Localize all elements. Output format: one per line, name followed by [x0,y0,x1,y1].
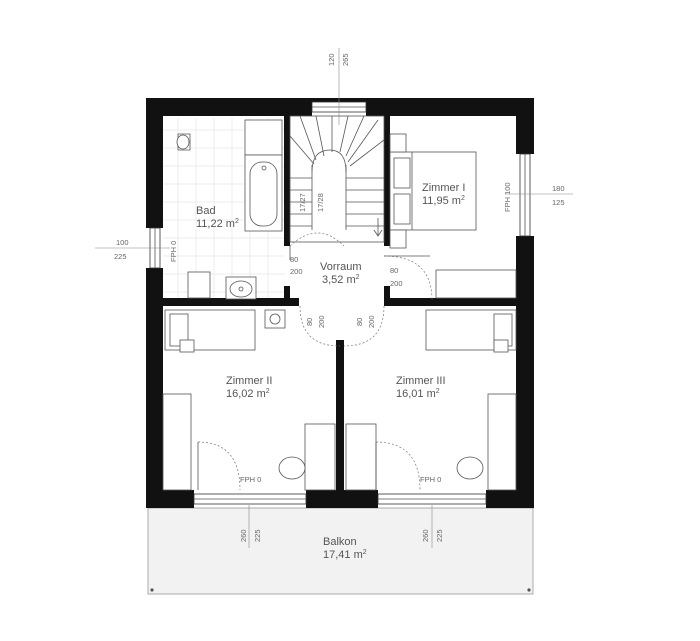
zimmer1-furniture [389,133,517,299]
room-name-balkon: Balkon [323,536,357,548]
room-name-zimmer2: Zimmer II [226,375,272,387]
room-name-bad: Bad [196,205,216,217]
dim-top-window-h: 265 [341,53,350,66]
dim-door-z1-h: 200 [390,279,403,288]
room-area-zimmer2: 16,02 m2 [226,388,270,400]
room-area-zimmer3: 16,01 m2 [396,388,440,400]
dim-door-bad-w: 80 [290,255,298,264]
room-area-zimmer1: 11,95 m2 [422,195,465,207]
room-name-zimmer1: Zimmer I [422,182,465,194]
dim-balkon-right-w: 260 [421,529,430,542]
room-area-vorraum: 3,52 m2 [322,274,360,286]
room-labels: Bad 11,22 m2 Vorraum 3,52 m2 Zimmer I 11… [196,182,465,561]
dim-fph-left: FPH 0 [169,241,178,262]
dim-door-z3-w: 80 [355,318,364,326]
dim-stair-steps-b: 17/28 [316,193,325,212]
dim-stair-steps-a: 17/27 [298,193,307,212]
room-name-zimmer3: Zimmer III [396,375,446,387]
dim-fph-z3: FPH 0 [420,475,441,484]
dim-left-window-w: 100 [116,238,129,247]
dim-left-window-h: 225 [114,252,127,261]
room-name-vorraum: Vorraum [320,261,362,273]
dimension-labels: 120 265 180 125 FPH 100 100 225 FPH 0 80… [114,53,565,542]
room-area-balkon: 17,41 m2 [323,549,367,561]
dim-door-z3-h: 200 [367,315,376,328]
balkon-area [147,507,534,595]
walls [146,98,534,508]
dim-door-z1-w: 80 [390,266,398,275]
zimmer3-furniture [345,309,517,491]
zimmer2-furniture [162,309,336,491]
dim-door-bad-h: 200 [290,267,303,276]
doors [197,232,433,491]
dim-fph-right: FPH 100 [503,182,512,212]
dim-door-z2-h: 200 [317,315,326,328]
dim-fph-z2: FPH 0 [240,475,261,484]
dim-right-window-w: 180 [552,184,565,193]
room-area-bad: 11,22 m2 [196,218,239,230]
dim-balkon-right-h: 225 [435,529,444,542]
dim-balkon-left-w: 260 [239,529,248,542]
dimension-lines [95,48,573,548]
dim-balkon-left-h: 225 [253,529,262,542]
dim-door-z2-w: 80 [305,318,314,326]
dim-top-window-w: 120 [327,53,336,66]
dim-right-window-h: 125 [552,198,565,207]
bathroom-fixtures [176,119,283,300]
staircase [289,115,385,243]
